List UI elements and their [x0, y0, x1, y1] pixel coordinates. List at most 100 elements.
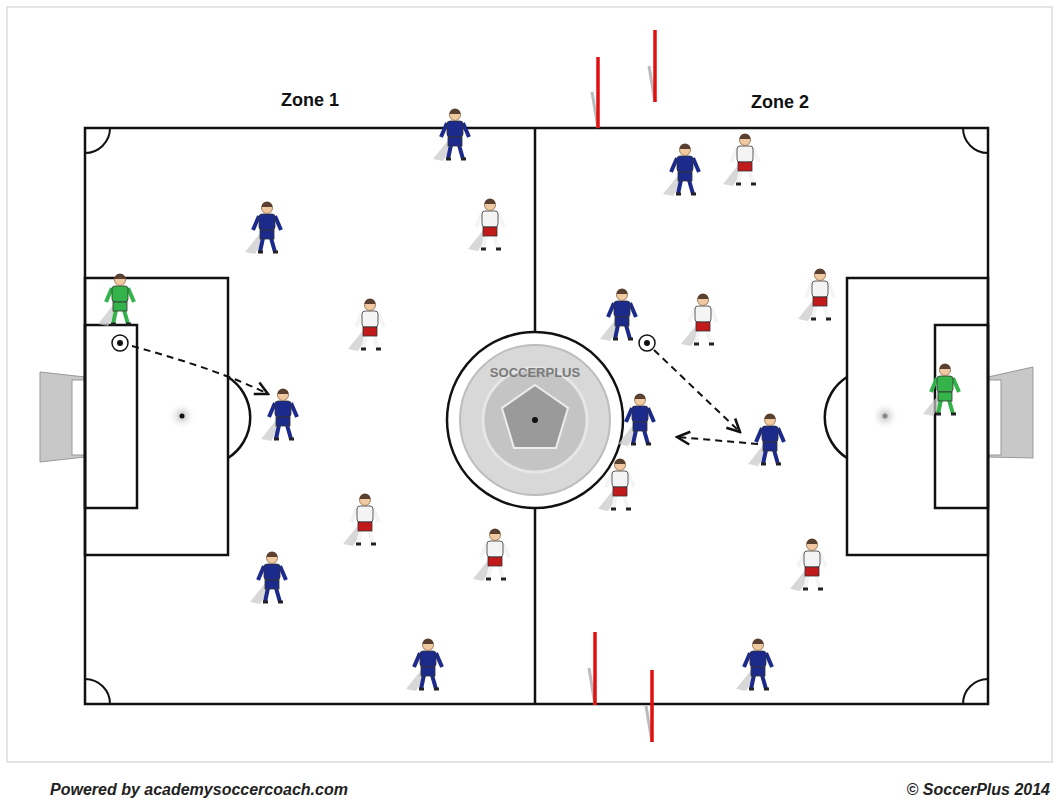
player-shirt [614, 301, 630, 317]
player-hair [365, 299, 376, 305]
player-boots [749, 688, 769, 691]
credit-note: Powered by academysoccercoach.com [50, 781, 348, 799]
player-head [807, 540, 818, 551]
player-head [267, 553, 278, 564]
player-figure [343, 494, 379, 547]
corner-arc [963, 679, 988, 704]
player-hair [485, 199, 496, 205]
player-head [698, 295, 709, 306]
watermark: SOCCERPLUS [490, 365, 580, 380]
player-shorts [448, 137, 462, 146]
penalty-spot-glow [871, 402, 899, 430]
player-shirt [677, 156, 693, 172]
goal-box [85, 325, 137, 508]
player-boots [694, 343, 714, 346]
player-head [740, 135, 751, 146]
player-boots [811, 318, 831, 321]
player-figure [348, 299, 384, 352]
player-hair [635, 394, 646, 400]
center-circle [447, 332, 623, 508]
player-shorts [260, 230, 274, 239]
ball [112, 335, 128, 351]
player-legs [805, 575, 820, 589]
player-shorts [813, 297, 827, 306]
player-hair [267, 552, 278, 558]
player-legs [265, 588, 280, 602]
player-boots [419, 688, 439, 691]
player-shorts [738, 162, 752, 171]
player-hair [490, 529, 501, 535]
penalty-spot [883, 414, 888, 419]
player-boots [356, 543, 376, 546]
player-legs [113, 310, 128, 324]
player-head [815, 270, 826, 281]
player-figure [618, 394, 654, 447]
player-head [365, 300, 376, 311]
watermark-pentagon [502, 385, 568, 448]
player-shorts [363, 327, 377, 336]
corner-arc [85, 128, 110, 153]
player-head [753, 640, 764, 651]
player-hair [765, 414, 776, 420]
player-hair [278, 389, 289, 395]
zone-marker [593, 632, 597, 705]
copyright-note: © SoccerPlus 2014 [907, 781, 1050, 799]
player-figure [681, 294, 717, 347]
goal-mouth [72, 380, 85, 455]
player-figure [245, 202, 281, 255]
player-shirt [632, 406, 648, 422]
corner-arc [85, 679, 110, 704]
player-shorts [358, 522, 372, 531]
player-head [765, 415, 776, 426]
player-boots [481, 248, 501, 251]
player-shirt [357, 506, 373, 522]
ball-patch [644, 340, 650, 346]
player-hair [262, 202, 273, 208]
ball-patch [117, 340, 123, 346]
player-boots [803, 588, 823, 591]
player-shorts [633, 422, 647, 431]
player-figure [736, 639, 772, 692]
player-legs [260, 238, 275, 252]
player-head [115, 275, 126, 286]
penalty-spot [180, 414, 185, 419]
watermark-logo-inner [483, 368, 587, 472]
player-hair [807, 539, 818, 545]
penalty-box [847, 278, 988, 555]
goal-box [935, 325, 988, 508]
player-head [423, 640, 434, 651]
player-legs [633, 430, 648, 444]
player-figure [600, 289, 636, 342]
goal-mouth [988, 380, 1001, 455]
player-shirt [612, 471, 628, 487]
player-figure [663, 144, 699, 197]
player-hair [617, 289, 628, 295]
player-boots [446, 158, 466, 161]
player-legs [613, 495, 628, 509]
player-head [450, 110, 461, 121]
player-figure [923, 364, 959, 417]
player-shirt [487, 541, 503, 557]
player-shirt [737, 146, 753, 162]
pass-arrow [132, 346, 268, 394]
player-figure [798, 269, 834, 322]
player-hair [423, 639, 434, 645]
player-figure [406, 639, 442, 692]
player-shorts [421, 667, 435, 676]
player-shorts [265, 580, 279, 589]
player-shorts [488, 557, 502, 566]
player-legs [488, 565, 503, 579]
player-boots [611, 508, 631, 511]
player-boots [258, 251, 278, 254]
player-shorts [763, 442, 777, 451]
player-legs [813, 305, 828, 319]
player-shirt [264, 564, 280, 580]
player-boots [486, 578, 506, 581]
player-legs [738, 170, 753, 184]
player-shorts [276, 417, 290, 426]
player-shorts [483, 227, 497, 236]
player-shirt [804, 551, 820, 567]
penalty-spot-glow [168, 402, 196, 430]
player-hair [753, 639, 764, 645]
player-figure [748, 414, 784, 467]
